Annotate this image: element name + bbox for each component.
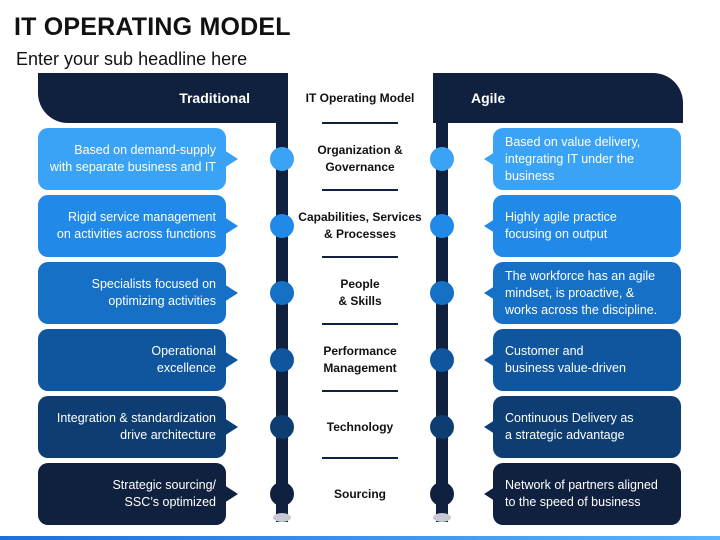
category-separator [322, 323, 398, 325]
traditional-box-pointer [224, 217, 238, 235]
agile-node-dot [430, 147, 454, 171]
center-header: IT Operating Model [305, 91, 415, 105]
category-separator [322, 256, 398, 258]
traditional-node-dot [270, 281, 294, 305]
traditional-header: Traditional [38, 73, 288, 123]
traditional-box: Operational excellence [38, 329, 226, 391]
agile-header: Agile [433, 73, 683, 123]
agile-text: The workforce has an agile mindset, is p… [505, 268, 658, 317]
agile-box-pointer [484, 418, 498, 436]
category-separator [322, 122, 398, 124]
page-title: IT OPERATING MODEL [14, 13, 291, 41]
traditional-node-dot [270, 214, 294, 238]
agile-node-dot [430, 415, 454, 439]
traditional-box-pointer [224, 485, 238, 503]
footer-bar [0, 536, 720, 540]
traditional-pole [276, 110, 288, 522]
agile-box-pointer [484, 150, 498, 168]
category-separator [322, 390, 398, 392]
traditional-text: Rigid service management on activities a… [56, 210, 216, 241]
agile-box: Highly agile practice focusing on output [493, 195, 681, 257]
agile-text: Based on value delivery, integrating IT … [505, 134, 641, 183]
agile-node-dot [430, 482, 454, 506]
traditional-text: Operational excellence [151, 344, 216, 375]
agile-box: The workforce has an agile mindset, is p… [493, 262, 681, 324]
agile-box: Continuous Delivery as a strategic advan… [493, 396, 681, 458]
traditional-box: Integration & standardization drive arch… [38, 396, 226, 458]
agile-pole [436, 110, 448, 522]
agile-box-pointer [484, 351, 498, 369]
agile-text: Highly agile practice focusing on output [505, 210, 617, 241]
traditional-text: Integration & standardization drive arch… [56, 411, 216, 442]
agile-box: Customer and business value-driven [493, 329, 681, 391]
traditional-box: Rigid service management on activities a… [38, 195, 226, 257]
agile-box: Based on value delivery, integrating IT … [493, 128, 681, 190]
traditional-node-dot [270, 415, 294, 439]
category-label: Sourcing [333, 486, 386, 501]
category-label: People & Skills [338, 277, 382, 308]
traditional-box-pointer [224, 150, 238, 168]
agile-node-dot [430, 214, 454, 238]
traditional-text: Strategic sourcing/ SSC’s optimized [112, 478, 216, 509]
agile-text: Network of partners aligned to the speed… [505, 478, 658, 509]
traditional-box: Specialists focused on optimizing activi… [38, 262, 226, 324]
agile-node-dot [430, 348, 454, 372]
traditional-box-pointer [224, 418, 238, 436]
page-subtitle: Enter your sub headline here [16, 49, 248, 69]
traditional-text: Specialists focused on optimizing activi… [91, 277, 216, 308]
agile-box: Network of partners aligned to the speed… [493, 463, 681, 525]
category-separator [322, 457, 398, 459]
category-label: Technology [326, 419, 394, 434]
traditional-box: Strategic sourcing/ SSC’s optimized [38, 463, 226, 525]
traditional-text: Based on demand-supply with separate bus… [49, 143, 216, 174]
category-separator [322, 189, 398, 191]
traditional-node-dot [270, 482, 294, 506]
category-label: Capabilities, Services & Processes [298, 210, 422, 241]
traditional-box-pointer [224, 284, 238, 302]
agile-pole-base [433, 513, 451, 522]
traditional-pole-base [273, 513, 291, 522]
category-label: Organization & Governance [317, 143, 403, 174]
agile-text: Customer and business value-driven [505, 344, 626, 375]
agile-text: Continuous Delivery as a strategic advan… [505, 411, 634, 442]
agile-node-dot [430, 281, 454, 305]
agile-box-pointer [484, 485, 498, 503]
traditional-node-dot [270, 348, 294, 372]
agile-box-pointer [484, 217, 498, 235]
traditional-node-dot [270, 147, 294, 171]
traditional-box: Based on demand-supply with separate bus… [38, 128, 226, 190]
category-label: Performance Management [323, 344, 397, 375]
agile-box-pointer [484, 284, 498, 302]
traditional-box-pointer [224, 351, 238, 369]
